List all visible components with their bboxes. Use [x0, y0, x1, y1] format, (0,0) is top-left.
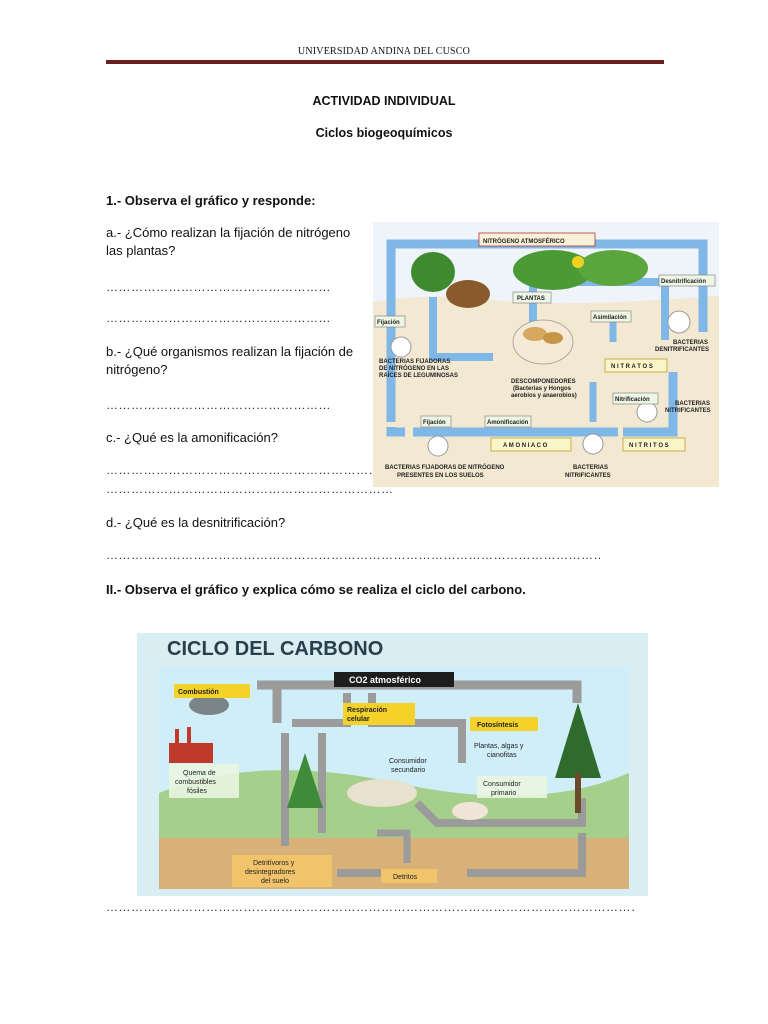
label-fijacion: Fijación [377, 320, 400, 326]
question-d: d.- ¿Qué es la desnitrificación? [106, 515, 286, 530]
label-consumidor-secundario-2: secundario [391, 767, 425, 774]
label-bacterias-nitrificantes2-2: NITRIFICANTES [565, 473, 611, 479]
label-descomponedores-3: aerobios y anaerobios) [511, 393, 577, 399]
header-rule [106, 60, 664, 64]
question-c: c.- ¿Qué es la amonificación? [106, 430, 278, 445]
label-consumidor-primario-1: Consumidor [483, 781, 521, 788]
answer-line-a2: ……………………………………………… [106, 311, 331, 325]
answer-line-d: …………………………………………………………………………………………………………… [106, 548, 600, 562]
label-detritos: Detritos [393, 874, 418, 881]
label-bacterias-nitrificantes-2: NITRIFICANTES [665, 408, 711, 414]
label-desnitrificacion: Desnitrificación [661, 279, 706, 285]
label-nitratos: N I T R A T O S [611, 364, 653, 370]
answer-line-c1: …………………………………………………………… [106, 463, 394, 477]
label-bacterias-denitrificantes-1: BACTERIAS [673, 340, 708, 346]
label-bacterias-nitrificantes-1: BACTERIAS [675, 401, 710, 407]
topic-title: Ciclos biogeoquímicos [315, 126, 453, 140]
activity-title: ACTIVIDAD INDIVIDUAL [312, 94, 456, 108]
label-bacterias-nitrificantes2-1: BACTERIAS [573, 465, 608, 471]
label-nitritos: N I T R I T O S [629, 443, 669, 449]
label-fotosintesis: Fotosíntesis [477, 722, 518, 729]
label-bacterias-denitrificantes-2: DENITRIFICANTES [655, 347, 709, 353]
label-quema-3: fósiles [187, 788, 207, 795]
label-bacterias-fijadoras-1: BACTERIAS FIJADORAS [379, 359, 450, 365]
label-respiracion-2: celular [347, 716, 370, 723]
question-b: b.- ¿Qué organismos realizan la fijación… [106, 344, 354, 377]
label-quema-1: Quema de [183, 770, 216, 777]
question-a: a.- ¿Cómo realizan la fijación de nitróg… [106, 225, 351, 258]
answer-line-a1: ……………………………………………… [106, 280, 331, 294]
section1-heading: 1.- Observa el gráfico y responde: [106, 193, 316, 208]
label-nitrogeno-atmosferico: NITRÓGENO ATMOSFÉRICO [483, 237, 565, 245]
institution-header: UNIVERSIDAD ANDINA DEL CUSCO [297, 46, 471, 57]
label-quema-2: combustibles [175, 779, 216, 786]
label-co2: CO2 atmosférico [349, 675, 422, 685]
section2-heading: II.- Observa el gráfico y explica cómo s… [106, 582, 526, 597]
label-plantas-algas-2: cianofitas [487, 752, 517, 759]
label-consumidor-primario-2: primario [491, 790, 516, 797]
label-descomponedores-1: DESCOMPONEDORES [511, 379, 576, 385]
label-amoniaco: A M O N I A C O [503, 443, 548, 449]
label-respiracion-1: Respiración [347, 707, 387, 714]
label-asimilacion: Asimilación [593, 315, 627, 321]
label-amonificacion: Amonificación [487, 420, 529, 426]
label-fijacion-suelo: Fijación [423, 420, 446, 426]
answer-line-b: ……………………………………………… [106, 398, 331, 412]
label-combustion: Combustión [178, 689, 219, 696]
carbon-cycle-figure: CICLO DEL CARBONO CO2 atmosférico Combus… [137, 633, 648, 896]
answer-line-c2: …………………………………………………………… [106, 482, 394, 496]
label-bacterias-suelo-2: PRESENTES EN LOS SUELOS [397, 473, 484, 479]
label-descomponedores-2: (Bacterias y Hongos [513, 386, 572, 392]
nitrogen-cycle-figure: NITRÓGENO ATMOSFÉRICO PLANTAS Desnitrifi… [373, 222, 719, 487]
label-consumidor-secundario-1: Consumidor [389, 758, 427, 765]
label-detritivoros-3: del suelo [261, 878, 289, 885]
label-nitrificacion: Nitrificación [615, 397, 650, 403]
answer-line-carbon: …………………………………………………………………………………………………………… [106, 900, 636, 914]
label-plantas-algas-1: Plantas, algas y [474, 743, 524, 750]
label-detritivoros-2: desintegradores [245, 869, 296, 876]
label-bacterias-suelo-1: BACTERIAS FIJADORAS DE NITRÓGENO [385, 463, 505, 471]
carbon-title: CICLO DEL CARBONO [167, 638, 383, 660]
label-bacterias-fijadoras-3: RAÍCES DE LEGUMINOSAS [379, 371, 458, 379]
label-detritivoros-1: Detritívoros y [253, 860, 295, 867]
label-bacterias-fijadoras-2: DE NITRÓGENO EN LAS [379, 364, 449, 372]
label-plantas: PLANTAS [517, 296, 545, 302]
